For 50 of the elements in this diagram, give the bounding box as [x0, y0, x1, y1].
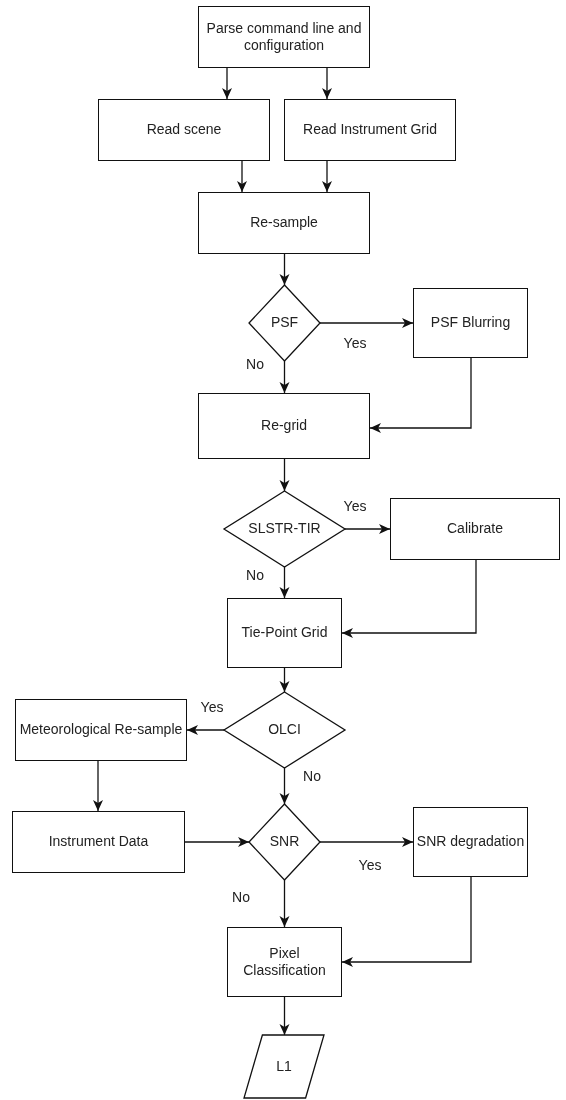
node-text: Read Instrument Grid — [302, 121, 438, 139]
arrow — [322, 67, 332, 100]
arrow — [344, 524, 391, 534]
node-text: SLSTR-TIR — [247, 520, 322, 538]
node-text: Meteorological Re-sample — [18, 721, 184, 739]
process-box — [284, 99, 456, 161]
arrow — [279, 458, 290, 492]
node-text: SNR — [268, 833, 301, 851]
node-text: Tie-Point Grid — [240, 624, 329, 642]
arrow — [341, 559, 477, 638]
arrow — [279, 667, 290, 693]
node-text: OLCI — [267, 721, 302, 739]
process-box — [15, 699, 187, 761]
node-text: SNR degradation — [415, 833, 526, 851]
node-text: PSF — [269, 314, 300, 332]
arrow — [322, 160, 332, 193]
process-box — [198, 192, 370, 254]
process-box — [413, 288, 528, 358]
arrow — [279, 566, 290, 599]
arrow — [237, 160, 247, 193]
node-text: PSF Blurring — [429, 314, 512, 332]
arrow — [184, 837, 250, 847]
arrow — [279, 996, 290, 1036]
node-text: Parse command line and configuration — [205, 19, 363, 55]
process-box — [413, 807, 528, 877]
process-box — [227, 927, 342, 997]
arrow — [319, 318, 414, 328]
process-box — [198, 6, 370, 68]
arrow — [319, 837, 414, 847]
arrow — [279, 879, 290, 928]
node-text: Read scene — [145, 121, 223, 139]
arrow — [369, 357, 472, 433]
node-text: Re-grid — [260, 417, 308, 435]
process-box — [12, 811, 185, 873]
arrow — [279, 360, 290, 394]
node-text: Pixel Classification — [242, 944, 327, 980]
process-box — [227, 598, 342, 668]
process-box — [98, 99, 270, 161]
node-text: Re-sample — [249, 214, 319, 232]
node-text: Calibrate — [446, 520, 504, 538]
process-box — [198, 393, 370, 459]
arrow — [93, 760, 103, 812]
arrow — [186, 725, 225, 735]
arrow — [341, 876, 472, 967]
arrow — [279, 767, 290, 805]
arrow — [279, 253, 290, 286]
arrow — [222, 67, 232, 100]
node-text: L1 — [275, 1057, 293, 1076]
process-box — [390, 498, 560, 560]
node-text: Instrument Data — [47, 833, 150, 851]
